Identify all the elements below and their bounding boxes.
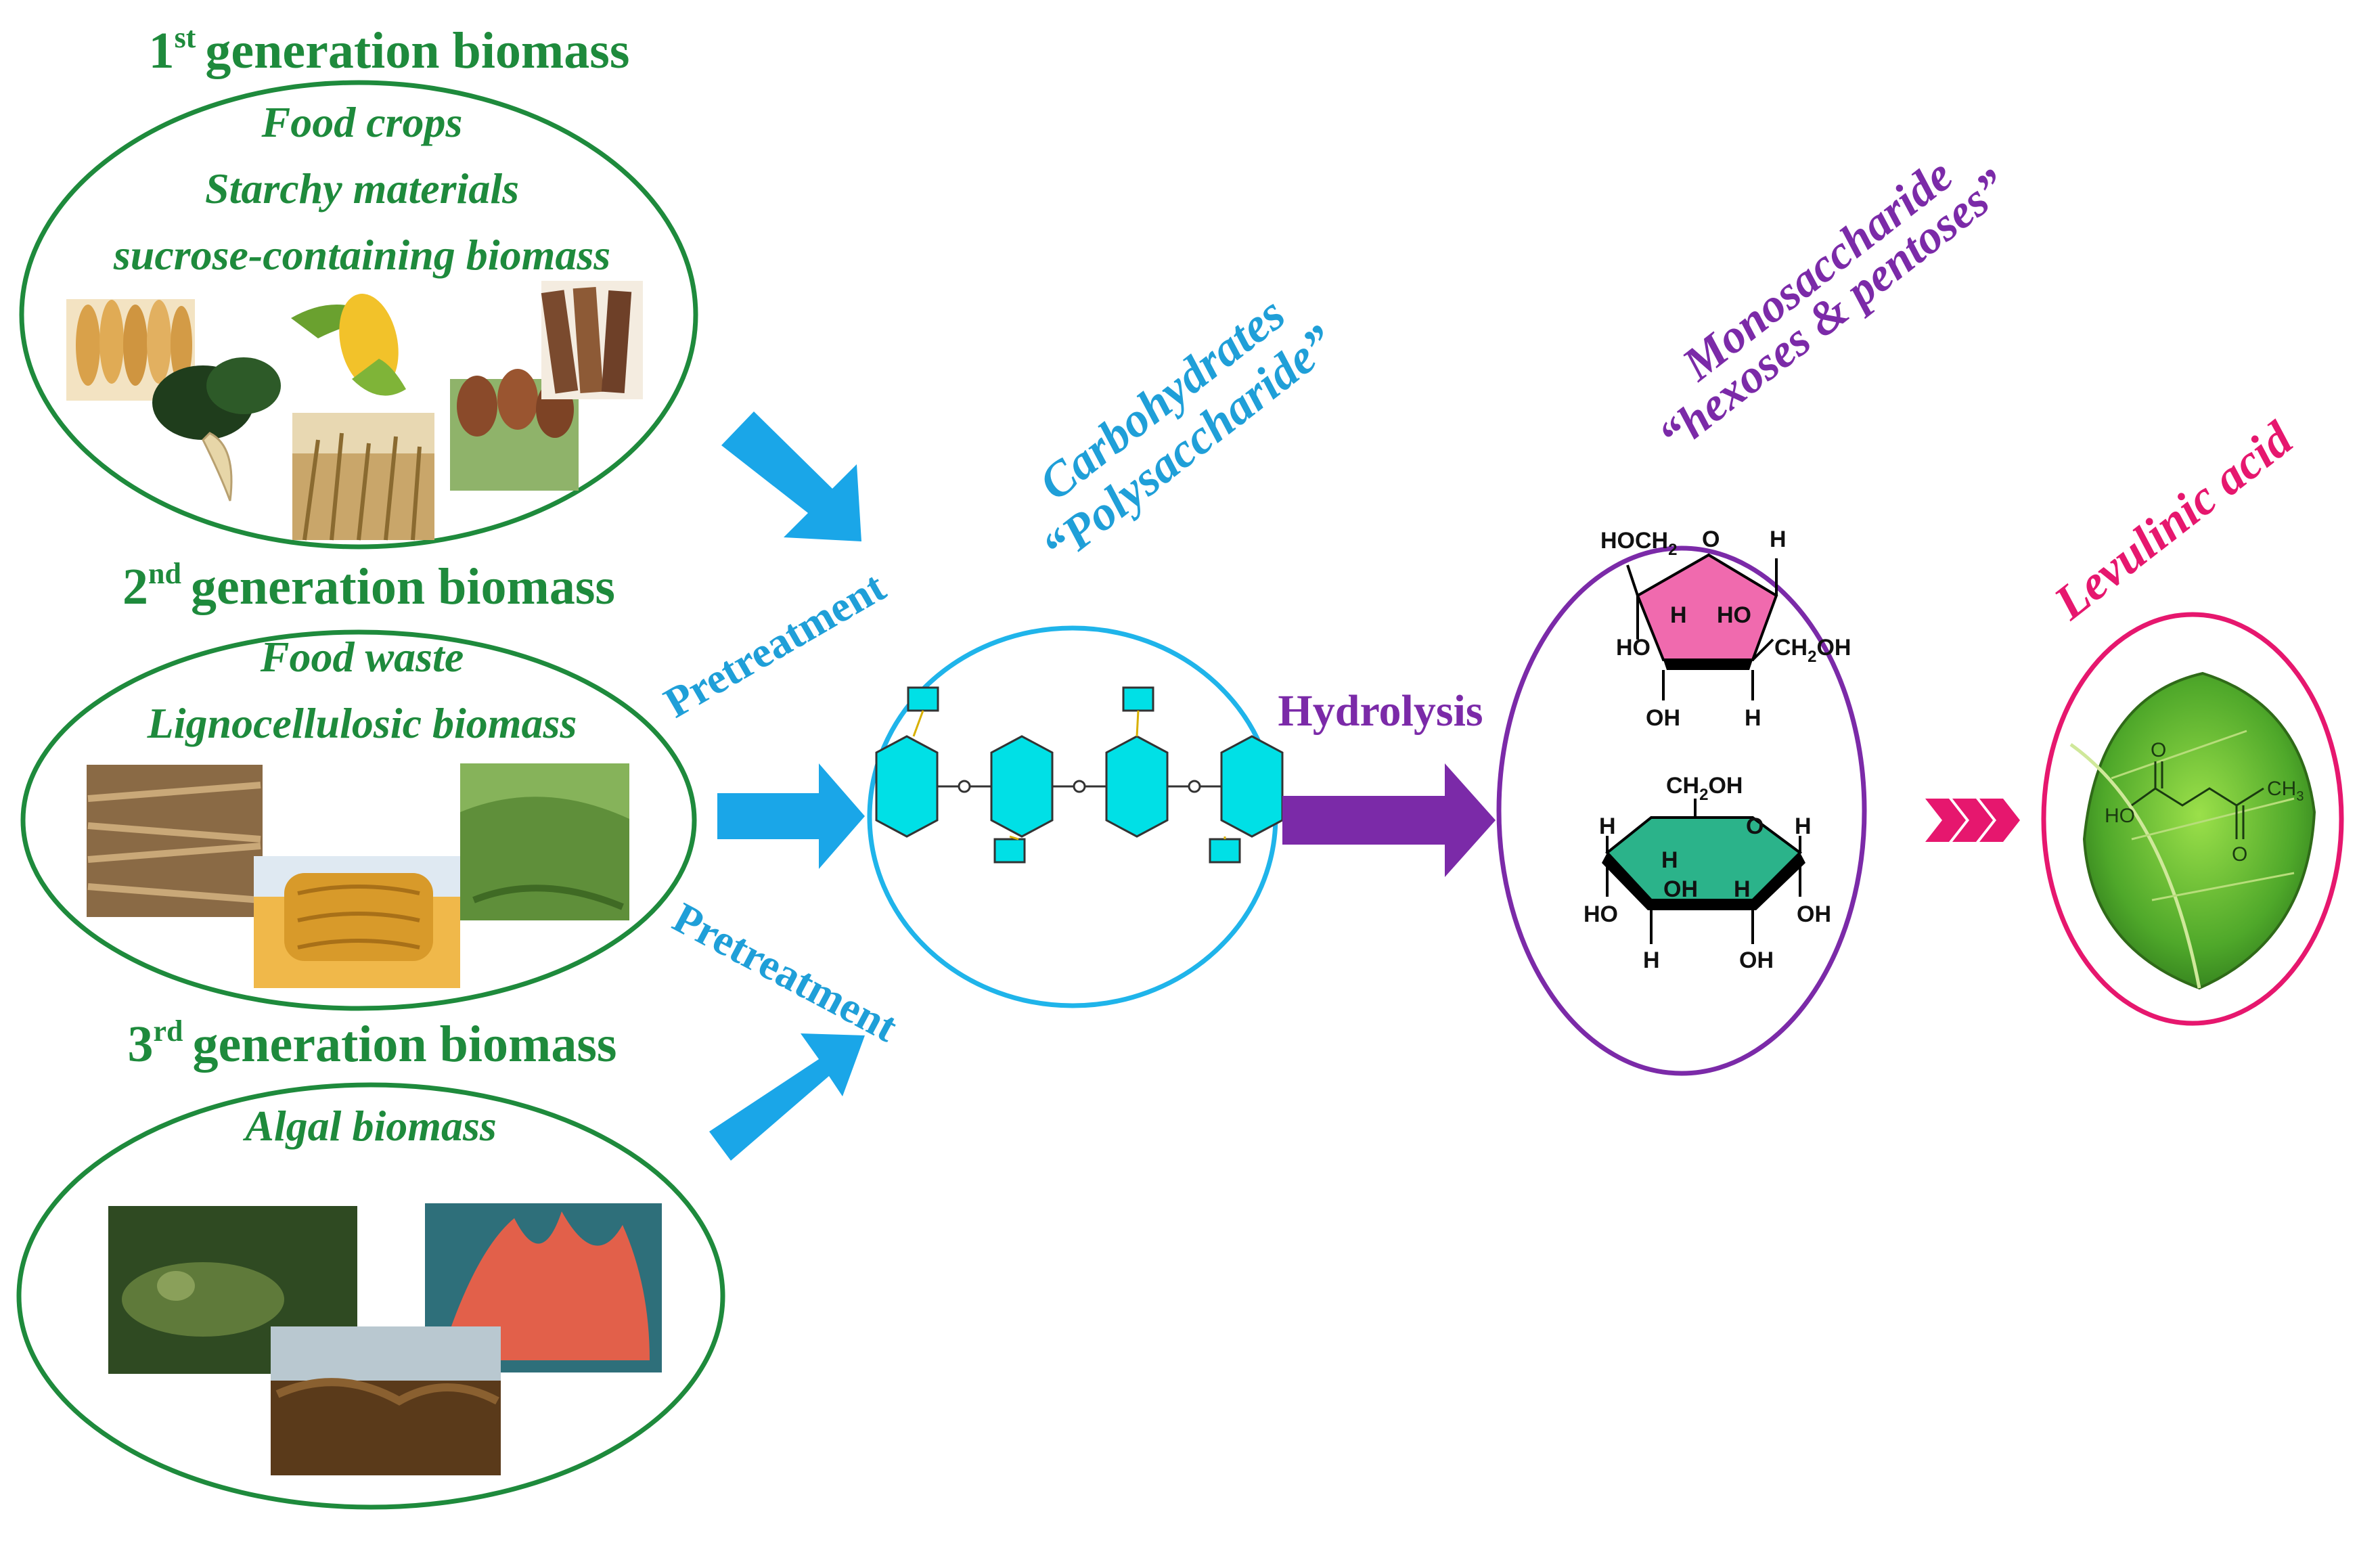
- lev-ch3: CH3: [2267, 778, 2304, 804]
- svg-text:H: H: [1795, 813, 1812, 839]
- gen1-ellipse: [19, 80, 698, 550]
- svg-text:O: O: [1702, 527, 1720, 552]
- svg-text:OH: OH: [1739, 947, 1774, 973]
- lev-ho: HO: [2105, 805, 2135, 827]
- gen2-ellipse: [20, 629, 697, 1011]
- svg-text:H: H: [1770, 527, 1787, 552]
- gen2-item-food-waste: Food waste: [260, 633, 464, 681]
- red-seaweed-photo: [425, 1203, 662, 1372]
- levulinic-acid-label: Levulinic acid: [2044, 411, 2303, 630]
- svg-text:OH: OH: [1663, 876, 1698, 902]
- lev-o-top: O: [2151, 739, 2166, 761]
- levulinic-acid-circle: [2041, 612, 2344, 1026]
- sugarcane-photo: [541, 281, 643, 399]
- straw-photo: [87, 765, 263, 917]
- svg-text:OH: OH: [1646, 705, 1680, 731]
- svg-text:HO: HO: [1584, 901, 1618, 927]
- gen2-item-lignocellulosic: Lignocellulosic biomass: [147, 699, 577, 747]
- hexoses-pentoses-label: “hexoses & pentoses”: [1649, 160, 2017, 464]
- svg-text:H: H: [1745, 705, 1761, 731]
- sugar-beet-photo: [152, 357, 281, 501]
- pretreatment-bottom-label: Pretreatment: [665, 893, 905, 1052]
- pretreatment-top-label: Pretreatment: [656, 562, 894, 727]
- corn-photo: [291, 294, 406, 396]
- svg-text:CH2OH: CH2OH: [1666, 773, 1743, 804]
- gen1-item-starchy: Starchy materials: [205, 164, 519, 213]
- arrow-gen3-to-carb: [709, 1033, 865, 1161]
- grassland-photo: [460, 763, 629, 920]
- pyranose-structure: CH2OH O H H H HO OH H OH H OH: [1584, 773, 1831, 973]
- arrow-gen1-to-carb: [721, 411, 861, 541]
- svg-text:HO: HO: [1616, 635, 1651, 661]
- gen1-item-sucrose: sucrose-containing biomass: [113, 231, 610, 279]
- svg-text:H: H: [1599, 813, 1616, 839]
- svg-text:H: H: [1734, 876, 1751, 902]
- monosaccharide-circle: [1496, 545, 1867, 1076]
- svg-text:CH2OH: CH2OH: [1774, 635, 1851, 666]
- svg-text:OH: OH: [1797, 901, 1831, 927]
- polysaccharide-structure: [875, 686, 1284, 864]
- svg-text:H: H: [1661, 847, 1678, 873]
- lev-o-bottom: O: [2232, 843, 2247, 866]
- svg-text:HO: HO: [1717, 602, 1751, 628]
- gen3-item-algal: Algal biomass: [242, 1102, 497, 1150]
- svg-text:H: H: [1670, 602, 1687, 628]
- wheat-field-photo: [292, 413, 434, 541]
- leaf-image: [2069, 671, 2316, 990]
- hay-bale-photo: [254, 856, 460, 988]
- arrow-gen2-to-carb: [717, 763, 865, 869]
- chevron-arrows: [1925, 799, 2020, 842]
- hydrolysis-label: Hydrolysis: [1278, 686, 1483, 736]
- gen1-item-food-crops: Food crops: [261, 98, 463, 146]
- arrow-hydrolysis: [1282, 763, 1496, 877]
- kelp-shore-photo: [271, 1326, 501, 1475]
- svg-text:O: O: [1746, 813, 1764, 839]
- svg-text:HOCH2: HOCH2: [1600, 528, 1677, 559]
- svg-text:H: H: [1643, 947, 1660, 973]
- furanose-structure: HOCH2 O H H HO HO CH2OH OH H: [1600, 527, 1851, 731]
- levulinic-acid-structure: [2131, 761, 2264, 839]
- gen3-ellipse: [16, 1082, 725, 1510]
